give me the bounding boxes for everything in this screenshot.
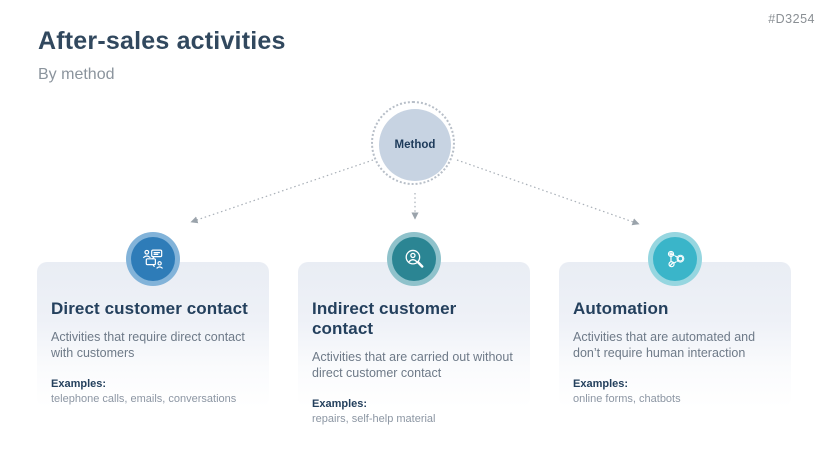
method-node: Method	[379, 109, 451, 181]
examples-label: Examples:	[573, 378, 629, 390]
examples-text: online forms, chatbots	[573, 393, 681, 405]
card-title: Automation	[573, 299, 669, 318]
method-label: Method	[394, 139, 436, 151]
card-description: Activities that are carried out without …	[312, 350, 513, 380]
magnifier-person-icon-core	[392, 237, 436, 281]
card-title: Direct customer contact	[51, 299, 248, 318]
page-title: After-sales activities	[38, 27, 286, 55]
card-indirect-customer-contact: Indirect customer contact Activities tha…	[298, 232, 530, 425]
card-automation: Automation Activities that are automated…	[559, 232, 791, 408]
network-icon	[648, 232, 702, 286]
method-node-ring	[371, 101, 455, 185]
conversation-icon	[126, 232, 180, 286]
magnifier-person-icon	[387, 232, 441, 286]
page-subtitle: By method	[38, 66, 115, 83]
card-description: Activities that require direct contact w…	[51, 330, 245, 360]
card-title: Indirect customer contact	[312, 299, 457, 338]
examples-label: Examples:	[312, 398, 368, 410]
network-icon-core	[653, 237, 697, 281]
examples-text: repairs, self-help material	[312, 413, 436, 425]
card-description: Activities that are automated and don’t …	[573, 330, 756, 360]
conversation-icon-core	[131, 237, 175, 281]
examples-text: telephone calls, emails, conversations	[51, 393, 237, 405]
slide-id: #D3254	[768, 12, 815, 26]
examples-label: Examples:	[51, 378, 107, 390]
card-direct-customer-contact: Direct customer contact Activities that …	[37, 232, 269, 408]
